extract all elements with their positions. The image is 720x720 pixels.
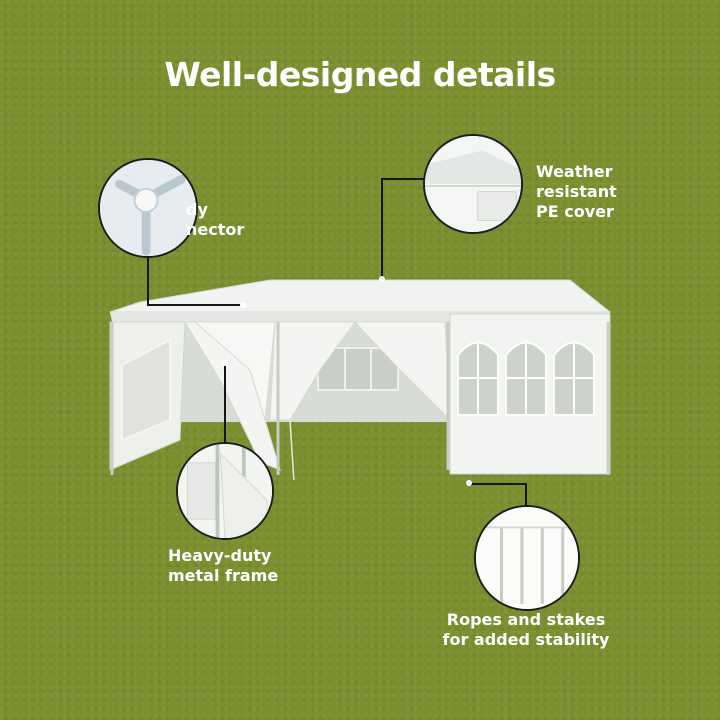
marker-dot (222, 360, 228, 366)
label-line: metal frame (168, 566, 279, 585)
feature-label-frame: Heavy-duty metal frame (168, 546, 278, 586)
leader-line-connector (147, 304, 243, 306)
leader-line-cover (381, 178, 425, 180)
label-line: PE cover (536, 202, 614, 221)
marker-dot (240, 302, 246, 308)
label-line: resistant (536, 182, 617, 201)
label-line: dy (186, 200, 208, 219)
label-line: Ropes and stakes (446, 610, 606, 629)
marker-dot (379, 276, 385, 282)
label-line: Weather (536, 162, 613, 181)
marker-dot (466, 480, 472, 486)
connector-detail-image (98, 158, 198, 258)
leader-line-connector (147, 258, 149, 306)
feature-label-connector: dy nector (186, 200, 244, 240)
leader-line-frame (224, 362, 226, 444)
headline: Well-designed details (164, 55, 556, 94)
leader-line-ropes (525, 483, 527, 507)
label-line: for added stability (442, 630, 610, 649)
gazebo-tent-image (109, 279, 612, 480)
label-line: Heavy-duty (168, 546, 272, 565)
leader-line-cover (381, 178, 383, 278)
feature-label-ropes: Ropes and stakes for added stability (438, 610, 614, 650)
ropes-stakes-detail-image (474, 505, 580, 611)
pe-cover-detail-image (423, 134, 523, 234)
label-line: nector (186, 220, 245, 239)
feature-label-cover: Weather resistant PE cover (536, 162, 617, 222)
metal-frame-detail-image (176, 442, 274, 540)
leader-line-ropes (469, 483, 527, 485)
